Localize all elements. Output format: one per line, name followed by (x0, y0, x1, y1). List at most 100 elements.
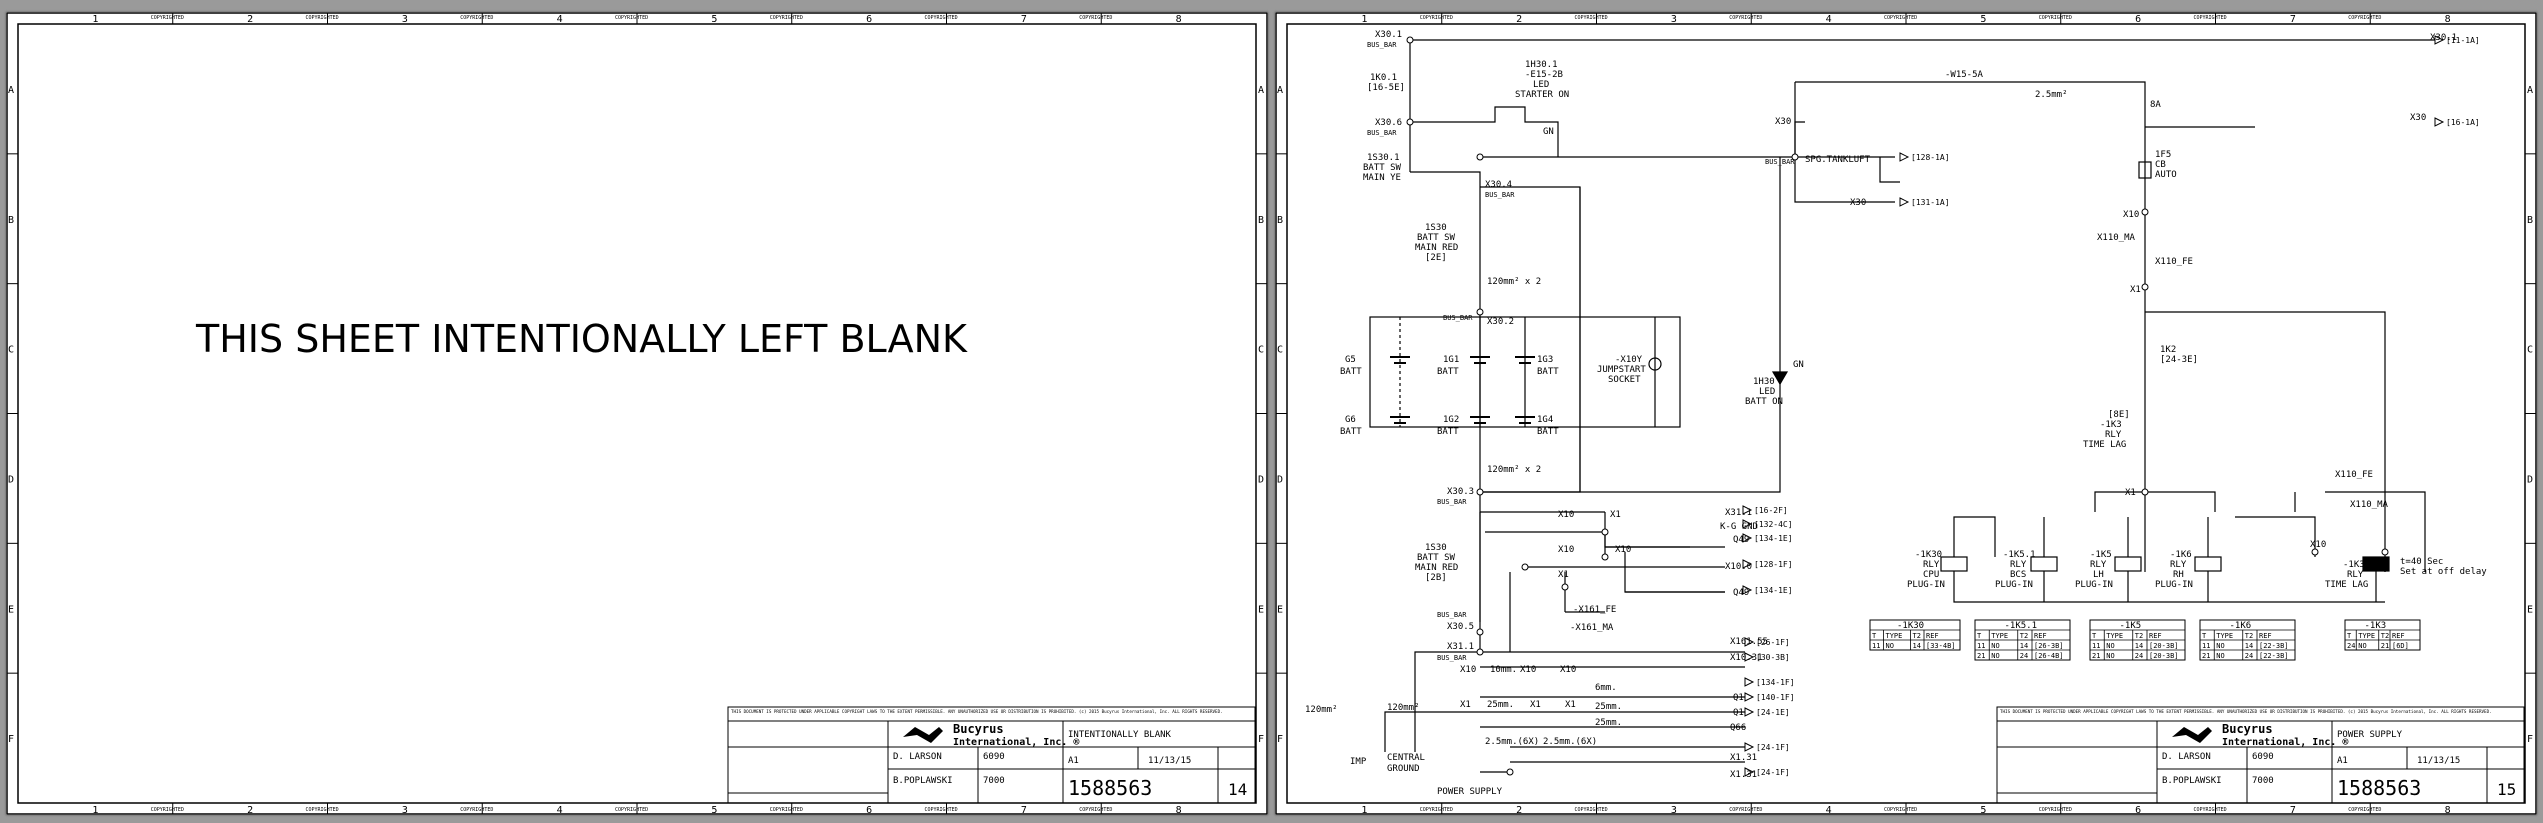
title-block: THIS DOCUMENT IS PROTECTED UNDER APPLICA… (727, 706, 1256, 804)
reference-arrow (1742, 585, 1753, 595)
zone-column-label: 3 (402, 14, 408, 25)
series-number: 7000 (983, 776, 1005, 786)
reference-arrow (2434, 117, 2445, 127)
copyright-mark: COPYRIGHTED (1575, 15, 1608, 21)
contact-table-cell: 14 (2245, 642, 2253, 650)
label-1k3: -1K3 (2100, 420, 2122, 430)
contact-table-header: T2 (1913, 632, 1921, 640)
label-1s30-1: 1S30.1 (1367, 153, 1400, 163)
copyright-mark: COPYRIGHTED (1079, 807, 1112, 813)
label-x10: X10 (1615, 545, 1631, 555)
model-number: 6090 (2252, 752, 2274, 762)
contact-table-header: REF (1926, 632, 1939, 640)
schematic-wires (1369, 39, 2435, 773)
reference-label: [134-1E] (1754, 586, 1793, 595)
zone-column-label: 3 (1671, 805, 1677, 815)
sheet-number: 15 (2497, 780, 2516, 799)
label-cable-2-5: 2.5mm² (2035, 90, 2068, 100)
copyright-mark: COPYRIGHTED (1729, 807, 1762, 813)
contact-table-header: REF (2392, 632, 2405, 640)
zone-row-label: E (8, 604, 14, 615)
contact-table-cell: 21 (2381, 642, 2389, 650)
label-batt-sw: BATT SW (1363, 163, 1402, 173)
copyright-mark: COPYRIGHTED (2348, 807, 2381, 813)
reference-label: [24-1E] (1756, 708, 1790, 717)
label-busbar: BUS_BAR (1437, 498, 1467, 506)
copyright-mark: COPYRIGHTED (2194, 15, 2227, 21)
label-off-delay: Set at off delay (2400, 567, 2487, 577)
label-batt: BATT (1437, 427, 1459, 437)
label-plug-in: PLUG-IN (2075, 580, 2113, 590)
company-name-line2: International, Inc. ® (953, 736, 1080, 748)
zone-row-label: C (1277, 345, 1283, 356)
zone-row-label: D (1258, 474, 1264, 485)
label-x30: X30 (1850, 198, 1866, 208)
zone-column-label: 4 (1826, 14, 1832, 25)
label-q66: Q66 (1730, 723, 1746, 733)
zone-row-label: B (1258, 215, 1264, 226)
label-x10: X10 (1558, 545, 1574, 555)
label-cb: CB (2155, 160, 2166, 170)
zone-column-label: 6 (866, 805, 872, 815)
label-batt: BATT (1340, 367, 1362, 377)
contact-table-title: -1K3 (2365, 621, 2387, 631)
contact-table-cell: 14 (2135, 642, 2143, 650)
label-x30-1: X30.1 (1375, 30, 1402, 40)
label-x1: X1 (2130, 285, 2141, 295)
label-x1: X1 (1558, 570, 1569, 580)
label-x10: X10 (1520, 665, 1536, 675)
contact-table-title: -1K5.1 (2005, 621, 2038, 631)
sheet-15-drawing: 1122COPYRIGHTEDCOPYRIGHTED33COPYRIGHTEDC… (1275, 12, 2537, 815)
label-x10: X10 (2310, 540, 2326, 550)
label-time-lag: TIME LAG (2325, 580, 2368, 590)
contact-table-cell: NO (2216, 642, 2224, 650)
label-rly: RLY (2170, 560, 2187, 570)
contact-table-header: REF (2259, 632, 2272, 640)
label-power-supply: POWER SUPPLY (1437, 787, 1503, 797)
copyright-mark: COPYRIGHTED (770, 15, 803, 21)
contact-table-cell: [26-4B] (2034, 652, 2064, 660)
label-busbar: BUS_BAR (1437, 654, 1467, 662)
zone-column-label: 7 (2290, 14, 2296, 25)
drawing-number: 1588563 (2337, 776, 2421, 800)
zone-column-label: 2 (247, 14, 253, 25)
label-x30-3: X30.3 (1447, 487, 1474, 497)
label-1k2-ref: [24-3E] (2160, 355, 2198, 365)
zone-column-label: 6 (866, 14, 872, 25)
contact-table-cell: [26-3B] (2034, 642, 2064, 650)
drawing-number: 1588563 (1068, 776, 1152, 800)
label-1g1: 1G1 (1443, 355, 1459, 365)
zone-row-label: C (2527, 345, 2533, 356)
inner-border (1286, 23, 2526, 804)
zone-row-label: E (2527, 604, 2533, 615)
zone-row-label: A (8, 85, 14, 96)
contact-table-cell: 24 (2020, 652, 2028, 660)
copyright-mark: COPYRIGHTED (2348, 15, 2381, 21)
contact-table-cell: NO (1991, 652, 1999, 660)
zone-column-label: 2 (247, 805, 253, 815)
copyright-mark: COPYRIGHTED (306, 15, 339, 21)
reference-label: [24-1F] (1756, 743, 1790, 752)
reference-label: [16-1A] (2446, 118, 2480, 127)
contact-table-cell: 14 (1913, 642, 1921, 650)
label-central: CENTRAL (1387, 753, 1425, 763)
zone-row-label: B (2527, 215, 2533, 226)
label-main-ye: MAIN YE (1363, 173, 1401, 183)
label-q1: Q1 (1733, 708, 1744, 718)
label-x1: X1 (2125, 488, 2136, 498)
zone-column-label: 1 (1361, 805, 1367, 815)
label-e15-2b: -E15-2B (1525, 70, 1563, 80)
bucyrus-logo (2172, 727, 2212, 743)
contact-table-cell: 21 (2202, 652, 2210, 660)
label-x30: X30 (2410, 113, 2426, 123)
label-rly: RLY (2347, 570, 2364, 580)
label-socket: SOCKET (1608, 375, 1641, 385)
reference-arrow (1899, 197, 1910, 207)
zone-row-label: D (2527, 474, 2533, 485)
company-name-line2: International, Inc. ® (2222, 736, 2349, 748)
label-time-lag: TIME LAG (2083, 440, 2126, 450)
zone-column-label: 5 (1980, 14, 1986, 25)
label-1k6: -1K6 (2170, 550, 2192, 560)
